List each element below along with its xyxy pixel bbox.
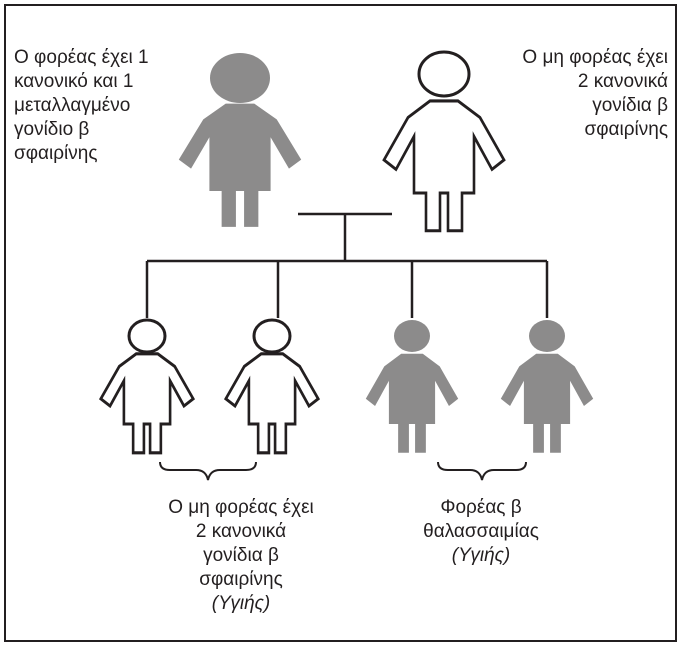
father-label-line-5: σφαιρίνης (14, 143, 98, 164)
carrier-status: (Υγιής) (451, 545, 511, 566)
mother-figure (382, 50, 506, 233)
father-head (210, 53, 270, 103)
father-label: Ο φορέας έχει 1 κανονικό και 1 μεταλλαγμ… (14, 46, 149, 166)
noncarrier-label-line-2: 2 κανονικά (195, 521, 287, 542)
child-1-body (99, 352, 195, 455)
father-label-line-1: Ο φορέας έχει 1 (14, 47, 149, 68)
father-label-line-4: γονίδιο β (14, 119, 90, 140)
child-2-body (224, 352, 320, 455)
noncarrier-status: (Υγιής) (211, 593, 271, 614)
father-label-line-2: κανονικό και 1 (14, 71, 134, 92)
father-figure (178, 53, 302, 227)
mother-head (417, 50, 471, 98)
child-1-figure (99, 318, 195, 455)
noncarrier-label-line-1: Ο μη φορέας έχει (168, 497, 314, 518)
father-body (178, 103, 302, 227)
child-3-body (365, 353, 459, 453)
carrier-children-label: Φορέας β θαλασσαιμίας (Υγιής) (386, 496, 576, 568)
child-3-head (394, 320, 430, 352)
carrier-label-line-1: Φορέας β (440, 497, 522, 518)
connector-lines (145, 212, 549, 318)
braces (159, 461, 527, 481)
child-4-body (500, 353, 594, 453)
child-3-figure (365, 320, 459, 453)
mother-label: Ο μη φορέας έχει 2 κανονικά γονίδια β σφ… (478, 46, 668, 142)
mother-label-line-1: Ο μη φορέας έχει (522, 47, 668, 68)
child-2-head (252, 318, 292, 354)
carrier-label-line-2: θαλασσαιμίας (423, 521, 539, 542)
noncarrier-label-line-3: γονίδια β (203, 545, 279, 566)
child-2-figure (224, 318, 320, 455)
mother-label-line-4: σφαιρίνης (584, 119, 668, 140)
noncarrier-label-line-4: σφαιρίνης (199, 569, 283, 590)
child-1-head (127, 318, 167, 354)
carrier-brace (437, 461, 527, 481)
child-4-figure (500, 320, 594, 453)
child-4-head (529, 320, 565, 352)
noncarrier-brace (159, 461, 257, 481)
mother-label-line-3: γονίδια β (592, 95, 668, 116)
father-label-line-3: μεταλλαγμένο (14, 95, 131, 116)
mother-label-line-2: 2 κανονικά (577, 71, 668, 92)
diagram-frame (4, 4, 677, 642)
noncarrier-children-label: Ο μη φορέας έχει 2 κανονικά γονίδια β σφ… (146, 496, 336, 616)
